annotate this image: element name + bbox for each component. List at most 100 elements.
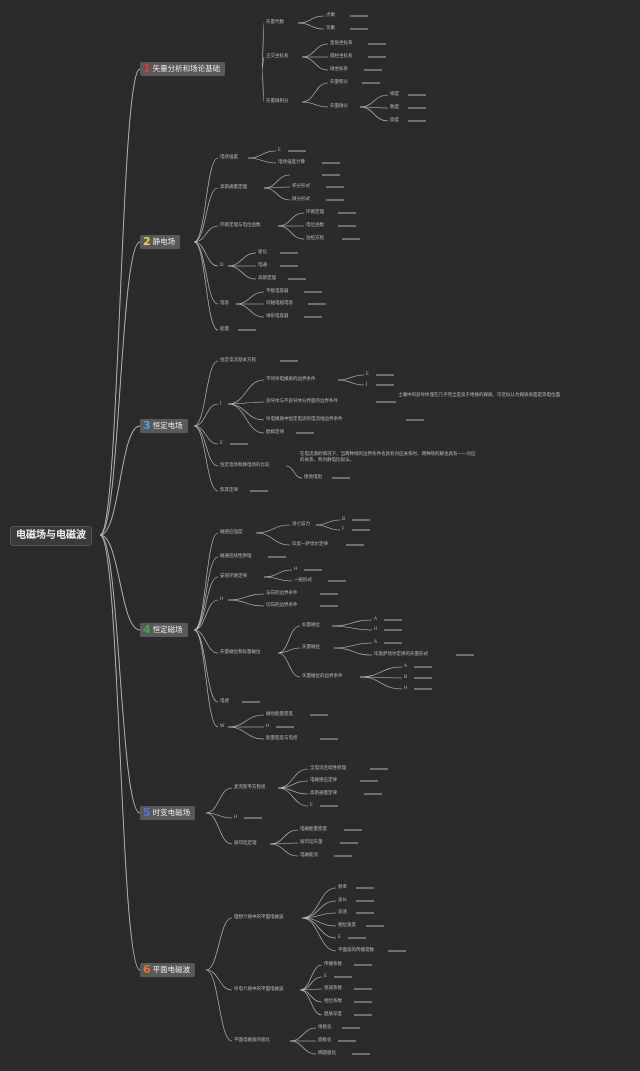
topic-node[interactable]: 直角坐标系 [330, 41, 353, 46]
topic-node[interactable]: H [220, 597, 224, 602]
topic-node[interactable]: 微分形式 [292, 197, 310, 202]
topic-node[interactable]: B [404, 675, 408, 680]
topic-node[interactable]: 法向的边界条件 [266, 591, 298, 596]
topic-node[interactable]: 椭圆极化 [318, 1051, 336, 1056]
topic-node[interactable]: 电感 [220, 699, 229, 704]
topic-node[interactable]: 高斯通量定律 [310, 791, 337, 796]
topic-node[interactable]: F [342, 527, 345, 532]
topic-node[interactable]: 矢量磁位和标量磁位 [220, 650, 261, 655]
topic-node[interactable]: 安培环路定律 [220, 574, 247, 579]
topic-node[interactable]: 电磁能量密度 [300, 827, 327, 832]
topic-node[interactable]: 毕奥—萨伐尔定律 [292, 542, 328, 547]
topic-node[interactable]: 平面电磁波的极化 [234, 1038, 270, 1043]
topic-node[interactable]: 频率 [338, 885, 347, 890]
topic-node[interactable]: E [338, 935, 341, 940]
topic-node[interactable]: 波速 [338, 910, 347, 915]
topic-node[interactable]: 导电介质中的平面电磁波 [234, 987, 284, 992]
topic-node[interactable]: 旋度 [390, 118, 399, 123]
topic-node[interactable]: 切向的边界条件 [266, 603, 298, 608]
topic-node[interactable]: E [220, 441, 223, 446]
topic-node[interactable]: 磁感应强度 [220, 530, 243, 535]
topic-node[interactable]: 散度 [390, 105, 399, 110]
topic-node[interactable]: H [404, 686, 408, 691]
topic-node[interactable]: 欧姆定律 [266, 430, 284, 435]
topic-node[interactable]: 矢量代数 [266, 20, 284, 25]
topic-node[interactable]: H [294, 567, 298, 572]
topic-node[interactable]: 圆柱坐标系 [330, 54, 353, 59]
topic-node[interactable]: 坡印廷定理 [234, 841, 257, 846]
topic-node[interactable]: 能量密度与电感 [266, 736, 298, 741]
topic-node[interactable]: A [404, 664, 408, 669]
topic-node[interactable]: 洛仑兹力 [292, 522, 310, 527]
topic-node[interactable]: 电磁感应定律 [310, 778, 337, 783]
topic-node[interactable]: 接地电阻 [304, 475, 322, 480]
topic-node[interactable]: J [366, 382, 368, 387]
topic-node[interactable]: E [366, 372, 369, 377]
topic-node[interactable]: 理想介质中的平面电磁波 [234, 915, 284, 920]
topic-node[interactable]: 磁通连续性原理 [220, 554, 252, 559]
topic-node[interactable]: 焦耳定律 [220, 488, 238, 493]
topic-node[interactable]: A [374, 617, 378, 622]
topic-node[interactable]: 麦克斯韦方程组 [234, 785, 266, 790]
topic-node[interactable]: 能量 [220, 327, 229, 332]
topic-node[interactable]: 趋肤深度 [324, 1012, 342, 1017]
topic-node[interactable]: 恒定电场和静电场的比较 [220, 463, 270, 468]
topic-node[interactable]: 传播系数 [324, 962, 342, 967]
topic-node[interactable]: 矢量积分 [330, 80, 348, 85]
topic-node[interactable]: 不同导电媒质的边界条件 [266, 377, 316, 382]
topic-node[interactable]: 电位函数 [306, 223, 324, 228]
topic-node[interactable]: 矢量磁位 [302, 645, 320, 650]
topic-node[interactable]: 环路定理 [306, 210, 324, 215]
topic-node[interactable]: 衰减系数 [324, 986, 342, 991]
topic-node[interactable]: 良导体与不良导体分界面的边界条件 [266, 399, 338, 404]
topic-node[interactable]: 球坐标系 [330, 67, 348, 72]
topic-node[interactable]: 极化 [258, 250, 267, 255]
topic-node[interactable]: E [278, 148, 281, 153]
topic-node[interactable]: 相位系数 [324, 999, 342, 1004]
topic-node[interactable]: 梯度 [390, 92, 399, 97]
topic-node[interactable]: 坡印廷矢量 [300, 840, 323, 845]
topic-node[interactable]: 球形电容器 [266, 314, 289, 319]
topic-node[interactable]: H [234, 815, 238, 820]
topic-node[interactable]: W [220, 724, 225, 729]
topic-node[interactable]: 电磁能流 [300, 853, 318, 858]
topic-node[interactable]: 积分形式 [292, 184, 310, 189]
topic-node[interactable]: 恒定电流基本方程 [220, 358, 256, 363]
topic-node[interactable]: 平面波的传播常数 [338, 948, 374, 953]
topic-node[interactable]: 平板电容器 [266, 289, 289, 294]
topic-node[interactable]: 电场强度计算 [278, 160, 305, 165]
topic-node[interactable]: 线极化 [318, 1025, 332, 1030]
topic-node[interactable]: D [220, 263, 224, 268]
topic-node[interactable]: 导电媒质中恒定电流的电流线边界条件 [266, 417, 343, 422]
topic-node[interactable]: 矢量微分 [330, 104, 348, 109]
topic-node[interactable]: 电容 [220, 301, 229, 306]
topic-node[interactable]: 泊松方程 [306, 236, 324, 241]
topic-node[interactable]: 电场强度 [220, 155, 238, 160]
topic-node[interactable]: 叉乘 [326, 26, 335, 31]
topic-node[interactable]: 磁场能量密度 [266, 712, 293, 717]
topic-node[interactable]: E [310, 803, 313, 808]
topic-node[interactable]: 全电流连续性原理 [310, 766, 346, 771]
topic-node[interactable]: 标量磁位 [302, 623, 320, 628]
topic-node[interactable]: 一般形式 [294, 578, 312, 583]
topic-node[interactable]: 相位速度 [338, 923, 356, 928]
topic-node[interactable]: 波长 [338, 898, 347, 903]
topic-node[interactable]: H [266, 724, 270, 729]
topic-node[interactable]: 同轴电缆电容 [266, 301, 293, 306]
topic-node[interactable]: B [342, 517, 346, 522]
topic-node[interactable]: 矢量微积分 [266, 99, 289, 104]
topic-node[interactable]: 点乘 [326, 13, 335, 18]
topic-node[interactable]: E [324, 974, 327, 979]
topic-node[interactable]: 正交坐标系 [266, 54, 289, 59]
topic-node[interactable]: 环路定理与电位函数 [220, 223, 261, 228]
topic-node[interactable]: 高斯定理 [258, 276, 276, 281]
root-node[interactable]: 电磁场与电磁波 [10, 526, 92, 546]
topic-node[interactable]: 圆极化 [318, 1038, 332, 1043]
topic-node[interactable]: J [220, 401, 222, 406]
